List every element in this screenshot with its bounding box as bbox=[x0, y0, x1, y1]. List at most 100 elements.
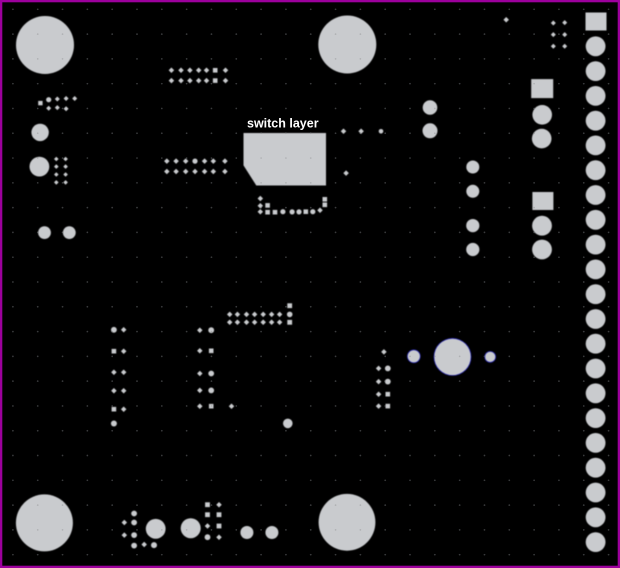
pad-diamond bbox=[375, 365, 382, 372]
grid-dot bbox=[12, 355, 14, 358]
pad-round bbox=[180, 518, 201, 539]
grid-dot bbox=[483, 429, 486, 432]
grid-dot bbox=[334, 429, 337, 432]
grid-dot bbox=[12, 281, 14, 283]
grid-dot bbox=[558, 355, 560, 358]
grid-dot bbox=[533, 58, 535, 60]
grid-dot bbox=[508, 405, 511, 407]
grid-dot bbox=[582, 380, 585, 382]
grid-dot bbox=[160, 132, 163, 135]
grid-dot bbox=[260, 479, 262, 482]
grid-dot bbox=[285, 181, 287, 184]
pad-round bbox=[208, 370, 215, 377]
grid-dot bbox=[285, 504, 287, 506]
grid-dot bbox=[36, 206, 39, 209]
pad-diamond bbox=[168, 77, 175, 84]
grid-dot bbox=[558, 82, 560, 85]
grid-dot bbox=[458, 529, 461, 531]
grid-dot bbox=[458, 181, 461, 184]
grid-dot bbox=[136, 355, 138, 358]
grid-dot bbox=[235, 107, 238, 110]
grid-dot bbox=[359, 429, 362, 432]
grid-dot bbox=[483, 355, 486, 358]
pad-diamond bbox=[54, 96, 60, 102]
grid-dot bbox=[136, 82, 138, 85]
grid-dot bbox=[508, 256, 511, 259]
grid-dot bbox=[582, 206, 585, 209]
grid-dot bbox=[533, 107, 535, 110]
grid-dot bbox=[384, 504, 387, 506]
grid-dot bbox=[433, 305, 436, 308]
pad-square bbox=[205, 502, 210, 508]
grid-dot bbox=[61, 206, 64, 209]
grid-dot bbox=[483, 454, 486, 457]
grid-dot bbox=[409, 107, 411, 110]
grid-dot bbox=[558, 8, 560, 11]
grid-dot bbox=[384, 181, 387, 184]
grid-dot bbox=[334, 157, 337, 159]
pad-round bbox=[585, 259, 606, 280]
grid-dot bbox=[86, 132, 89, 135]
grid-dot bbox=[111, 181, 114, 184]
pad-square bbox=[287, 319, 293, 325]
grid-dot bbox=[483, 504, 486, 506]
grid-dot bbox=[433, 429, 436, 432]
mounting-hole bbox=[15, 494, 73, 552]
pad-diamond bbox=[234, 319, 241, 326]
grid-dot bbox=[508, 504, 511, 506]
grid-dot bbox=[111, 231, 114, 234]
pad-round bbox=[585, 185, 606, 205]
grid-dot bbox=[12, 107, 14, 110]
grid-dot bbox=[309, 132, 312, 135]
pad-square bbox=[322, 202, 328, 208]
pad-diamond bbox=[222, 168, 228, 175]
grid-dot bbox=[12, 181, 14, 184]
pad-diamond bbox=[63, 172, 68, 177]
grid-dot bbox=[86, 58, 89, 60]
pad-diamond bbox=[168, 67, 175, 74]
grid-dot bbox=[409, 454, 411, 457]
grid-dot bbox=[285, 231, 287, 234]
grid-dot bbox=[136, 157, 138, 159]
grid-dot bbox=[582, 454, 585, 457]
grid-dot bbox=[185, 82, 188, 85]
grid-dot bbox=[533, 529, 535, 531]
grid-dot bbox=[86, 479, 89, 482]
grid-dot bbox=[533, 157, 535, 159]
grid-dot bbox=[359, 553, 362, 556]
grid-dot bbox=[210, 33, 213, 35]
grid-dot bbox=[458, 479, 461, 482]
pad-diamond bbox=[251, 311, 258, 318]
pad-square bbox=[303, 209, 309, 214]
grid-dot bbox=[359, 33, 362, 35]
pad-square bbox=[205, 512, 210, 518]
grid-dot bbox=[86, 330, 89, 333]
grid-dot bbox=[359, 405, 362, 407]
grid-dot bbox=[235, 33, 238, 35]
grid-dot bbox=[384, 281, 387, 283]
grid-dot bbox=[458, 256, 461, 259]
grid-dot bbox=[136, 181, 138, 184]
grid-dot bbox=[210, 181, 213, 184]
pad-round bbox=[585, 234, 606, 255]
grid-dot bbox=[12, 206, 14, 209]
grid-dot bbox=[160, 33, 163, 35]
grid-dot bbox=[533, 8, 535, 11]
grid-dot bbox=[260, 429, 262, 432]
grid-dot bbox=[582, 529, 585, 531]
grid-dot bbox=[409, 429, 411, 432]
grid-dot bbox=[235, 479, 238, 482]
pad-diamond bbox=[226, 311, 233, 318]
grid-dot bbox=[334, 454, 337, 457]
grid-dot bbox=[285, 33, 287, 35]
grid-dot bbox=[558, 380, 560, 382]
grid-dot bbox=[12, 58, 14, 60]
grid-dot bbox=[309, 405, 312, 407]
pad-square bbox=[585, 12, 607, 31]
grid-dot bbox=[607, 33, 610, 35]
grid-dot bbox=[160, 355, 163, 358]
grid-dot bbox=[558, 157, 560, 159]
grid-dot bbox=[260, 405, 262, 407]
grid-dot bbox=[359, 107, 362, 110]
